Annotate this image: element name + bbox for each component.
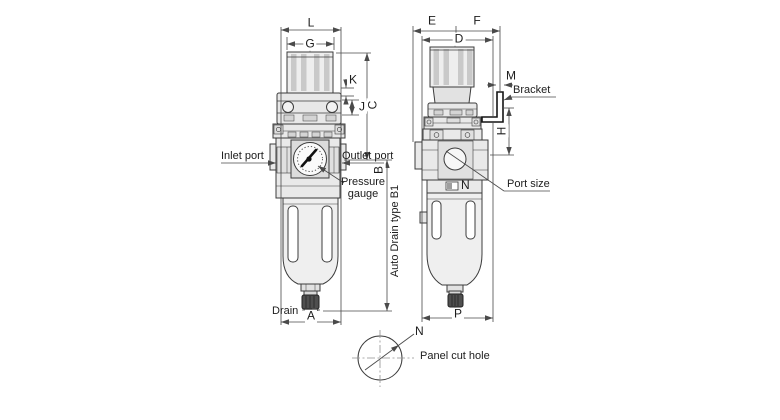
port-size-leader bbox=[445, 150, 505, 192]
front-adjust-knob bbox=[286, 51, 334, 94]
front-bowl-slot-left bbox=[287, 205, 299, 263]
front-bowl bbox=[282, 197, 339, 285]
front-bowl-slot-right bbox=[321, 205, 333, 263]
side-adjust-knob bbox=[429, 46, 475, 104]
dim-label-L: L bbox=[307, 15, 315, 30]
front-bonnet-screw-right bbox=[326, 101, 338, 113]
inlet-port-label: Inlet port bbox=[221, 150, 264, 162]
outlet-port-label: Outlet port bbox=[342, 150, 394, 162]
dim-label-F: F bbox=[473, 13, 481, 28]
dim-label-G: G bbox=[303, 36, 317, 51]
side-bonnet bbox=[427, 102, 478, 118]
front-drain-fitting bbox=[300, 283, 321, 310]
dimension-lines bbox=[221, 26, 556, 325]
side-latch-tab bbox=[419, 211, 428, 224]
dim-label-C: C bbox=[365, 98, 380, 112]
dim-label-J: J bbox=[357, 99, 367, 114]
side-bowl bbox=[419, 192, 483, 286]
dim-label-K: K bbox=[346, 72, 360, 87]
side-bowl-slot-right bbox=[465, 200, 476, 240]
dim-label-B: B bbox=[371, 163, 386, 177]
panel-cut-hole-detail bbox=[352, 330, 415, 387]
bracket-leader bbox=[503, 94, 513, 101]
port-hole bbox=[443, 147, 467, 171]
side-view-unit bbox=[414, 42, 504, 314]
panel-hole-diameter-line bbox=[364, 333, 415, 371]
dim-label-N-side: N bbox=[461, 178, 470, 192]
side-bowl-slot-left bbox=[431, 200, 442, 240]
dim-label-D: D bbox=[452, 31, 466, 46]
front-bonnet-screw-left bbox=[282, 101, 294, 113]
front-body bbox=[269, 137, 347, 199]
panel-cut-hole-label: Panel cut hole bbox=[420, 350, 490, 362]
side-body bbox=[414, 139, 489, 181]
dim-label-M: M bbox=[504, 68, 518, 83]
dim-label-H: H bbox=[494, 124, 509, 138]
dim-label-A: A bbox=[304, 308, 318, 323]
bracket-shape bbox=[481, 91, 504, 123]
panel-cut-hole-circle bbox=[357, 335, 403, 381]
front-inlet-tab bbox=[269, 143, 277, 171]
dim-label-P: P bbox=[451, 306, 465, 321]
side-upper-body bbox=[422, 128, 483, 141]
side-body-tab bbox=[414, 141, 423, 170]
front-flange bbox=[272, 123, 346, 139]
side-flange bbox=[423, 116, 482, 130]
pressure-gauge-leader bbox=[317, 165, 345, 184]
front-bonnet bbox=[276, 92, 342, 125]
front-view-unit bbox=[269, 45, 347, 316]
pressure-gauge-label: Pressure gauge bbox=[340, 176, 386, 200]
port-size-label: Port size bbox=[507, 178, 550, 190]
side-drain-fitting bbox=[446, 284, 464, 308]
bracket-label: Bracket bbox=[513, 84, 551, 96]
side-clamp-section bbox=[426, 179, 483, 194]
dim-label-N-panel: N bbox=[415, 324, 424, 338]
auto-drain-note: Auto Drain type B1 bbox=[389, 184, 402, 278]
dim-label-E: E bbox=[427, 13, 437, 28]
drain-label: Drain bbox=[272, 305, 299, 317]
